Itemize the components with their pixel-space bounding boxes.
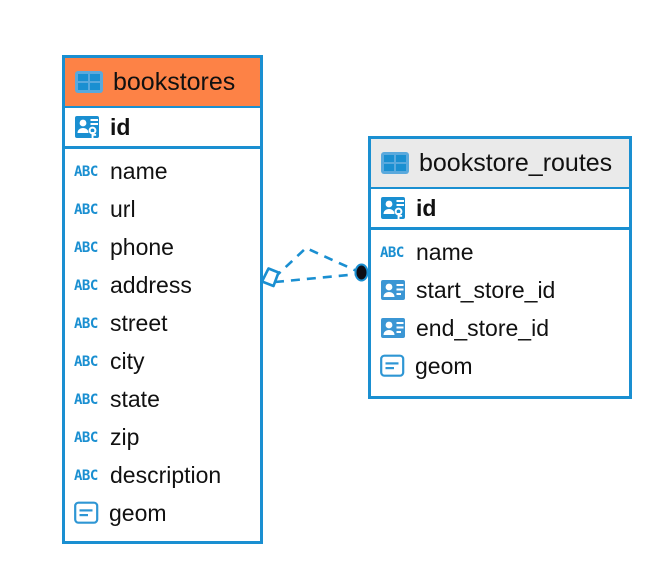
- relationship-line-upper: [273, 246, 360, 279]
- field-label-name: name: [110, 157, 168, 184]
- field-row-id[interactable]: id: [65, 108, 260, 146]
- svg-text:ABC: ABC: [74, 316, 98, 332]
- entity-header-bookstores[interactable]: bookstores: [65, 58, 260, 106]
- field-row-name[interactable]: ABC name: [65, 152, 260, 190]
- abc-text-icon: ABC: [74, 351, 102, 371]
- foreign-key-icon: [380, 315, 408, 341]
- entity-title-bookstores: bookstores: [113, 67, 236, 96]
- field-label-id: id: [416, 194, 437, 221]
- field-row-end-store-id[interactable]: end_store_id: [371, 309, 629, 347]
- filled-circle-marker: [354, 263, 369, 282]
- field-label-url: url: [110, 195, 136, 222]
- field-row-description[interactable]: ABC description: [65, 456, 260, 494]
- field-row-phone[interactable]: ABC phone: [65, 228, 260, 266]
- field-row-name[interactable]: ABC name: [371, 233, 629, 271]
- field-row-url[interactable]: ABC url: [65, 190, 260, 228]
- geometry-icon: [380, 354, 407, 378]
- field-label-zip: zip: [110, 423, 140, 450]
- relationship-line-lower: [274, 272, 360, 284]
- field-label-city: city: [110, 347, 145, 374]
- abc-text-icon: ABC: [380, 242, 408, 262]
- field-label-street: street: [110, 309, 168, 336]
- svg-text:ABC: ABC: [74, 392, 98, 408]
- field-row-state[interactable]: ABC state: [65, 380, 260, 418]
- svg-text:ABC: ABC: [74, 354, 98, 370]
- field-row-geom[interactable]: geom: [371, 347, 629, 385]
- primary-key-section-bookstore-routes: id: [371, 187, 629, 230]
- field-row-street[interactable]: ABC street: [65, 304, 260, 342]
- svg-text:ABC: ABC: [74, 164, 98, 180]
- entity-title-bookstore-routes: bookstore_routes: [419, 148, 613, 177]
- geometry-icon: [74, 501, 101, 525]
- abc-text-icon: ABC: [74, 275, 102, 295]
- field-label-description: description: [110, 461, 222, 488]
- abc-text-icon: ABC: [74, 161, 102, 181]
- field-label-name: name: [416, 238, 474, 265]
- field-label-end-store-id: end_store_id: [416, 314, 549, 341]
- entity-bookstore-routes[interactable]: bookstore_routes id: [368, 136, 632, 399]
- field-row-geom[interactable]: geom: [65, 494, 260, 532]
- field-label-address: address: [110, 271, 192, 298]
- entity-bookstores[interactable]: bookstores id: [62, 55, 263, 544]
- svg-text:ABC: ABC: [380, 245, 404, 261]
- field-row-address[interactable]: ABC address: [65, 266, 260, 304]
- svg-text:ABC: ABC: [74, 278, 98, 294]
- primary-key-icon: [380, 195, 408, 221]
- table-icon: [74, 70, 104, 94]
- field-label-start-store-id: start_store_id: [416, 276, 556, 303]
- entity-header-bookstore-routes[interactable]: bookstore_routes: [371, 139, 629, 187]
- table-icon: [380, 151, 410, 175]
- field-label-phone: phone: [110, 233, 174, 260]
- abc-text-icon: ABC: [74, 237, 102, 257]
- svg-text:ABC: ABC: [74, 202, 98, 218]
- relationship-connector-bookstores-to-bookstore-routes[interactable]: [258, 238, 376, 310]
- abc-text-icon: ABC: [74, 427, 102, 447]
- fields-section-bookstore-routes: ABC name start_store_id: [371, 230, 629, 385]
- field-row-start-store-id[interactable]: start_store_id: [371, 271, 629, 309]
- fields-section-bookstores: ABC name ABC url ABC p: [65, 149, 260, 532]
- abc-text-icon: ABC: [74, 313, 102, 333]
- field-label-state: state: [110, 385, 160, 412]
- primary-key-icon: [74, 114, 102, 140]
- abc-text-icon: ABC: [74, 465, 102, 485]
- svg-text:ABC: ABC: [74, 468, 98, 484]
- abc-text-icon: ABC: [74, 199, 102, 219]
- field-label-id: id: [110, 113, 131, 140]
- primary-key-section-bookstores: id: [65, 106, 260, 149]
- field-row-city[interactable]: ABC city: [65, 342, 260, 380]
- field-label-geom: geom: [415, 352, 473, 379]
- foreign-key-icon: [380, 277, 408, 303]
- diamond-marker: [260, 267, 280, 288]
- abc-text-icon: ABC: [74, 389, 102, 409]
- field-label-geom: geom: [109, 499, 167, 526]
- field-row-id[interactable]: id: [371, 189, 629, 227]
- svg-text:ABC: ABC: [74, 430, 98, 446]
- field-row-zip[interactable]: ABC zip: [65, 418, 260, 456]
- svg-text:ABC: ABC: [74, 240, 98, 256]
